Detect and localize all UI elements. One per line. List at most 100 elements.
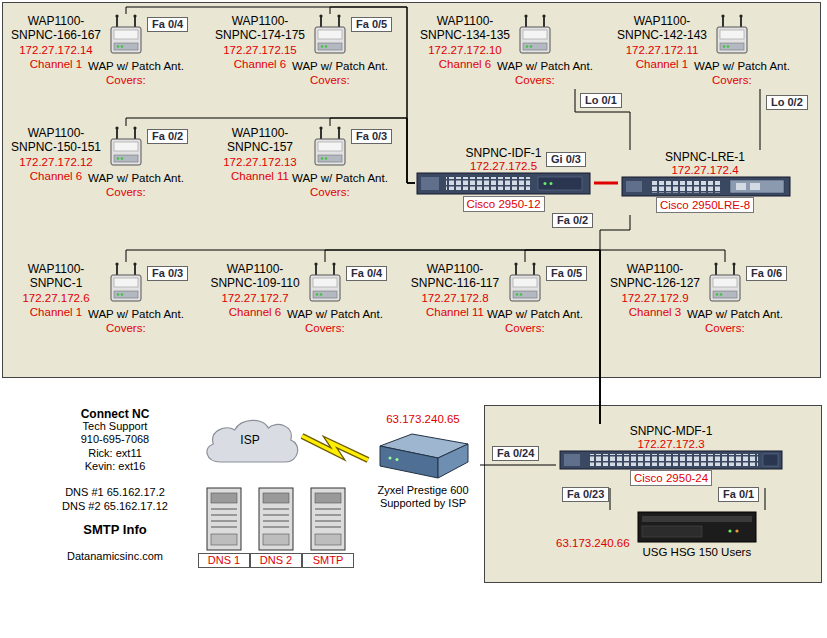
- switch-logo: [626, 181, 642, 192]
- switch-panel: [538, 177, 582, 190]
- switch-logo: [564, 454, 580, 466]
- device-name: SNPNC-LRE-1: [618, 150, 792, 164]
- coverage-note: Covers:: [705, 321, 745, 335]
- coverage-note: Covers:: [106, 73, 146, 87]
- switch-body: [560, 451, 782, 469]
- device-name: WAP1100-SNPNC-1: [6, 262, 106, 290]
- coverage-note: Covers:: [106, 185, 146, 199]
- uplink-port: [736, 183, 746, 190]
- link-group: [594, 183, 618, 184]
- wap-icon: [717, 14, 747, 53]
- device-type: Zyxel Prestige 600 Supported by ISP: [368, 484, 478, 510]
- router-icon: [380, 434, 468, 478]
- contact-line: 910-695-7068: [35, 433, 195, 446]
- ip-address: 63.173.240.66: [556, 536, 630, 550]
- device-type: USG HSG 150 Users: [643, 545, 752, 559]
- ip-address: 172.27.172.15: [210, 43, 310, 57]
- firewall-panel: [642, 526, 702, 537]
- firewall: 63.173.240.66USG HSG 150 Users: [556, 510, 788, 562]
- coverage-note: Covers:: [305, 321, 345, 335]
- port-label: Fa 0/6: [746, 266, 787, 281]
- model-label: Cisco 2950-12: [463, 196, 545, 212]
- port-label: Fa 0/2: [147, 129, 188, 144]
- device-type: WAP w/ Patch Ant.: [88, 59, 184, 73]
- ip-address: 172.27.172.11: [612, 43, 712, 57]
- ip-address: 172.27.172.13: [210, 155, 310, 169]
- firewall-stripe: [642, 516, 752, 522]
- port-label: Fa 0/2: [552, 213, 593, 228]
- link-outline: [302, 436, 368, 460]
- ip-address: 172.27.172.4: [618, 163, 792, 177]
- link-group: [126, 7, 415, 183]
- building-region: [3, 3, 821, 378]
- server: DNS 1: [198, 485, 252, 570]
- wap-icon: [111, 262, 141, 301]
- ip-address: 63.173.240.65: [368, 412, 478, 426]
- ip-address: 172.27.172.12: [6, 155, 106, 169]
- access-point: WAP1100-SNPNC-142-143172.27.172.11Channe…: [612, 14, 792, 89]
- section-heading: SMTP Info: [35, 522, 195, 537]
- port-label: Gi 0/3: [546, 152, 586, 167]
- wap-icon: [111, 126, 141, 165]
- device-name: WAP1100-SNPNC-142-143: [612, 14, 712, 42]
- switch-icon: [560, 451, 782, 469]
- port-label: Lo 0/1: [580, 93, 622, 108]
- device-name: WAP1100-SNPNC-109-110: [205, 262, 305, 290]
- wan-link: [302, 436, 368, 460]
- ip-address: 172.27.172.10: [415, 43, 515, 57]
- network-link: [594, 182, 618, 185]
- link-group: [480, 465, 556, 466]
- link-group: [330, 7, 415, 183]
- firewall-icon: [638, 512, 756, 542]
- port-label: Fa 0/5: [351, 17, 392, 32]
- isp-cloud: ISP: [200, 416, 302, 466]
- device-type: WAP w/ Patch Ant.: [487, 307, 583, 321]
- device-name: WAP1100-SNPNC-150-151: [6, 126, 106, 154]
- device-type: WAP w/ Patch Ant.: [497, 59, 593, 73]
- device-type: WAP w/ Patch Ant.: [88, 171, 184, 185]
- network-link: [330, 7, 415, 183]
- link-group: [760, 89, 761, 150]
- link-group: [525, 250, 600, 424]
- switch-panel: [763, 454, 778, 466]
- port-label: Fa 0/4: [346, 266, 387, 281]
- port-label: Fa 0/1: [718, 487, 759, 502]
- link-group: [325, 250, 600, 424]
- switch-ports: [590, 454, 758, 466]
- led: [396, 458, 399, 461]
- port-label: Lo 0/2: [766, 95, 808, 110]
- port-label: Fa 0/23: [562, 487, 609, 502]
- router-side: [438, 444, 468, 478]
- coverage-note: Covers:: [106, 321, 146, 335]
- uplink-port: [750, 183, 760, 190]
- access-point: WAP1100-SNPNC-134-135172.27.172.10Channe…: [415, 14, 595, 89]
- server-icon: [311, 488, 345, 550]
- wap-icon: [310, 262, 340, 301]
- port-label: Fa 0/3: [147, 266, 188, 281]
- network-link: [600, 215, 630, 424]
- network-link: [765, 488, 766, 510]
- device-name: WAP1100-SNPNC-166-167: [6, 14, 106, 42]
- switch-panel: [730, 180, 784, 193]
- device-type: WAP w/ Patch Ant.: [292, 59, 388, 73]
- server: DNS 2: [250, 485, 304, 570]
- coverage-note: Covers:: [310, 185, 350, 199]
- link-group: [610, 488, 611, 510]
- switch-ports: [650, 181, 720, 193]
- ip-address: 172.27.172.3: [556, 437, 786, 451]
- model-label: Cisco 2950-24: [630, 470, 712, 486]
- coverage-note: Covers:: [515, 73, 555, 87]
- wap-icon: [510, 262, 540, 301]
- switch-icon: [622, 177, 790, 196]
- device-type: WAP w/ Patch Ant.: [287, 307, 383, 321]
- port-label: Fa 0/4: [147, 17, 188, 32]
- network-link: [760, 89, 761, 150]
- led: [728, 529, 731, 532]
- wap-icon: [520, 14, 550, 53]
- ip-address: 172.27.172.7: [205, 291, 305, 305]
- port-label: Fa 0/24: [492, 446, 539, 461]
- contact-line: Rick: ext11: [35, 447, 195, 460]
- network-link: [126, 250, 600, 424]
- coverage-note: Covers:: [712, 73, 752, 87]
